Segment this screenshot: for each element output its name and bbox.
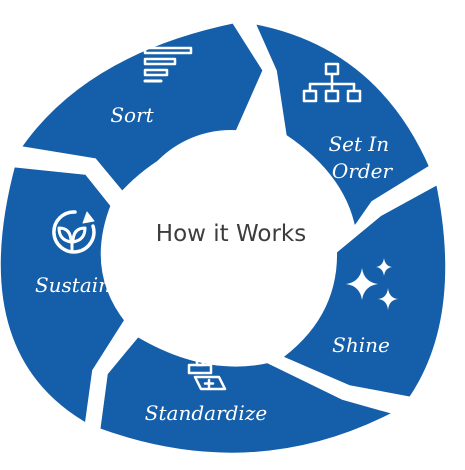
segment-standardize [89,324,418,463]
segment-label-shine: Shine [332,333,390,357]
segment-label-set-in-order: Set In Order [328,132,395,183]
center-circle [128,130,334,336]
segment-sustain [0,156,137,438]
sparkles-icon [346,258,398,310]
segment-label-sort: Sort [110,103,154,127]
recycle-leaf-icon [52,210,96,254]
segment-set-in-order [239,11,442,252]
segment-label-sustain: Sustain [35,273,111,297]
bar-list-icon [143,46,193,83]
segment-label-standardize: Standardize [145,401,267,425]
org-chart-icon [302,62,362,103]
center-label: How it Works [156,221,306,247]
stamp-icon [187,343,227,391]
